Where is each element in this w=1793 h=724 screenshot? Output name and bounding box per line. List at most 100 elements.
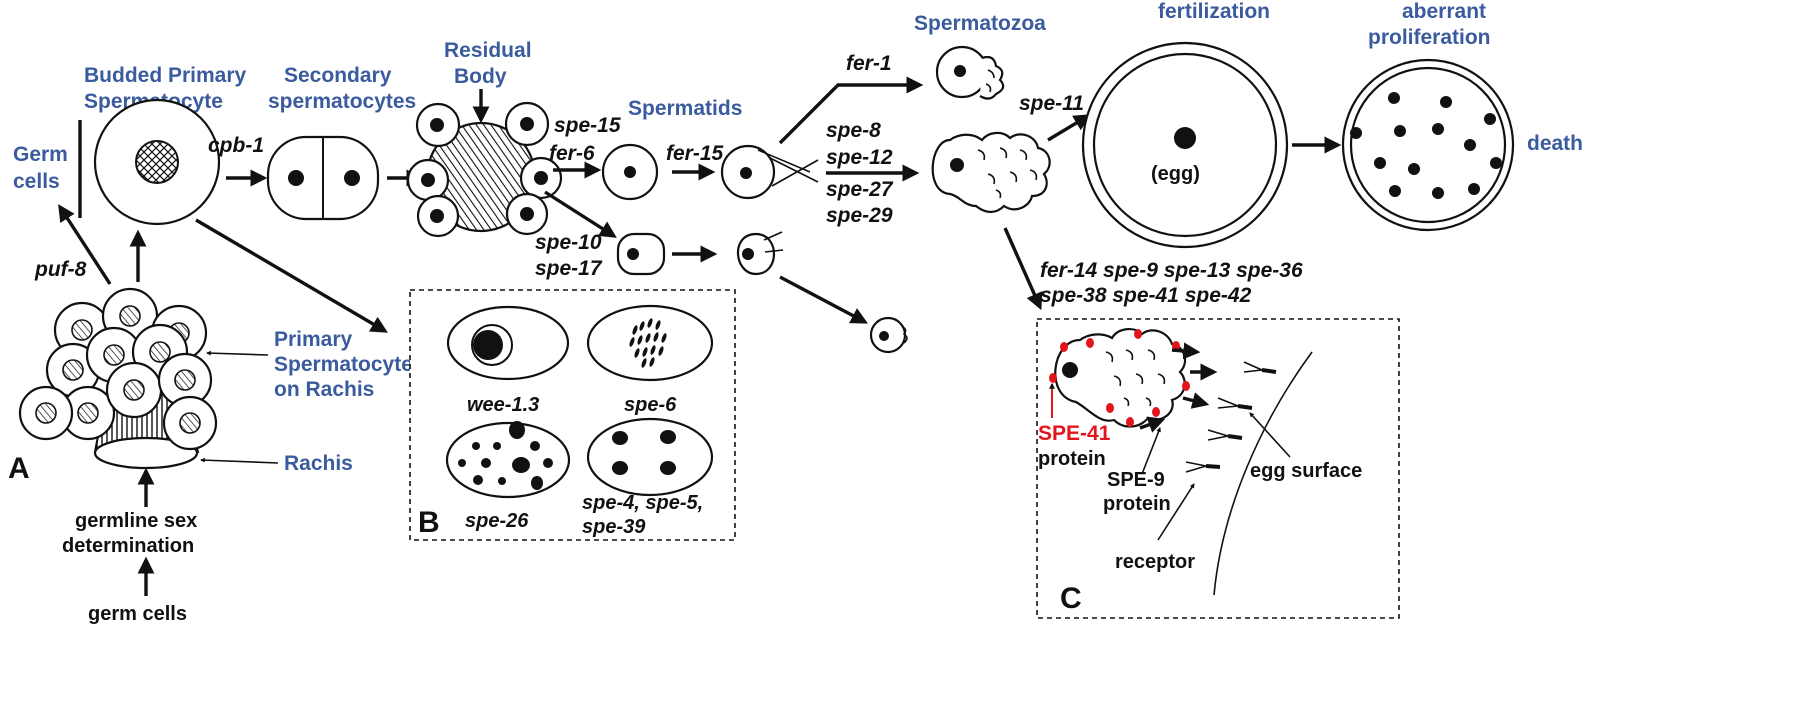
svg-text:Budded Primary: Budded Primary	[84, 64, 247, 87]
svg-text:spe-27: spe-27	[826, 178, 894, 201]
svg-text:spermatocytes: spermatocytes	[268, 90, 416, 113]
egg-label: (egg)	[1151, 163, 1200, 185]
rachis-cluster	[18, 287, 218, 470]
gene-spe-6: spe-6	[624, 394, 677, 416]
svg-text:determination: determination	[62, 535, 194, 557]
svg-text:spe-12: spe-12	[826, 146, 893, 169]
spe-9-pointer	[1141, 427, 1161, 475]
egg-receptors	[1185, 361, 1277, 473]
svg-text:spe-10: spe-10	[535, 231, 602, 254]
svg-text:Residual: Residual	[444, 39, 532, 62]
arrow-to-panel-b	[195, 218, 388, 333]
secondary-label: Secondary spermatocytes	[268, 64, 416, 113]
primary-spermatocytes-pointer	[206, 350, 269, 356]
svg-text:fer-14 spe-9 spe-13 spe-36: fer-14 spe-9 spe-13 spe-36	[1040, 259, 1303, 282]
spe-4-cell	[586, 417, 714, 497]
lower-spermatid-spiked	[736, 231, 784, 276]
gene-wee-1-3: wee-1.3	[467, 394, 539, 416]
rachis-label: Rachis	[284, 452, 353, 475]
svg-text:spe-8: spe-8	[826, 119, 881, 142]
svg-text:protein: protein	[1038, 448, 1106, 470]
fertilization-label: fertilization	[1158, 0, 1270, 23]
spe-41-protein-label: SPE-41 protein	[1038, 422, 1111, 470]
svg-text:Spermatocytes: Spermatocytes	[274, 353, 425, 376]
spe-8-group-label: spe-8 spe-12 spe-27 spe-29	[826, 119, 894, 227]
svg-text:on Rachis: on Rachis	[274, 378, 374, 401]
fusing-spermatozoon	[1049, 328, 1190, 428]
spe-9-protein-label: SPE-9 protein	[1103, 469, 1171, 515]
germline-sex-determination-label: germline sex determination	[62, 510, 197, 557]
svg-text:protein: protein	[1103, 493, 1171, 515]
svg-text:SPE-9: SPE-9	[1107, 469, 1165, 491]
receptor-pointer	[1157, 483, 1195, 541]
svg-text:Body: Body	[454, 65, 507, 88]
panel-b-label: B	[418, 506, 440, 539]
death-label: death	[1527, 132, 1583, 155]
spe-4-label: spe-4, spe-5, spe-39	[582, 492, 703, 538]
gene-fer-15: fer-15	[666, 142, 724, 165]
arrow-to-panel-c	[1003, 227, 1043, 311]
egg-surface-pointer	[1249, 412, 1291, 458]
gene-spe-26: spe-26	[465, 510, 529, 532]
rachis-pointer	[200, 457, 279, 464]
spe-26-cell	[445, 421, 571, 499]
lower-spermatid	[616, 232, 666, 276]
primary-spermatocyte	[105, 361, 163, 419]
svg-text:spe-17: spe-17	[535, 257, 603, 280]
panel-c: SPE-41 protein SPE-9 protein egg surface…	[1036, 318, 1400, 619]
gene-fer-6: fer-6	[549, 142, 595, 165]
svg-text:SPE-41: SPE-41	[1038, 422, 1111, 445]
residual-body	[406, 101, 563, 238]
spermatozoon	[931, 131, 1051, 214]
fusion-genes-label: fer-14 spe-9 spe-13 spe-36 spe-38 spe-41…	[1040, 259, 1303, 307]
svg-text:Primary: Primary	[274, 328, 353, 351]
arrow-fer-1	[778, 76, 924, 145]
spe-9-arrow	[1182, 392, 1210, 409]
egg-surface-curve	[1213, 351, 1313, 596]
primary-spermatocyte	[162, 395, 218, 451]
arrow-to-lower-spermatid	[544, 190, 617, 238]
receptor-label: receptor	[1115, 551, 1195, 573]
svg-text:spe-4, spe-5,: spe-4, spe-5,	[582, 492, 703, 514]
primary-spermatocytes-label: Primary Spermatocytes on Rachis	[274, 328, 425, 401]
fer-1-spermatozoon	[935, 45, 1005, 100]
spe-10-spe-17-label: spe-10 spe-17	[535, 231, 603, 280]
primary-spermatocyte	[157, 352, 213, 408]
germ-cells-label: Germ cells	[13, 143, 68, 193]
panel-b: wee-1.3 spe-6	[409, 289, 736, 541]
spe-9-arrow	[1171, 342, 1201, 360]
residual-body-label: Residual Body	[444, 39, 532, 88]
panel-a-label: A	[8, 452, 30, 485]
budded-primary-spermatocyte	[93, 98, 221, 226]
gene-puf-8: puf-8	[34, 258, 87, 281]
svg-text:Germ: Germ	[13, 143, 68, 166]
svg-text:spe-38 spe-41 spe-42: spe-38 spe-41 spe-42	[1040, 284, 1252, 307]
proliferating-embryo	[1341, 58, 1515, 232]
spermatid	[601, 143, 659, 201]
spermatid-with-spikes	[720, 144, 819, 200]
spermatids-label: Spermatids	[628, 97, 742, 120]
panel-c-label: C	[1060, 582, 1082, 615]
spe-9-arrow	[1139, 416, 1166, 433]
gene-cpb-1: cpb-1	[208, 134, 264, 157]
svg-text:cells: cells	[13, 170, 60, 193]
gene-fer-1: fer-1	[846, 52, 892, 75]
egg-surface-label: egg surface	[1250, 460, 1362, 482]
wee-1-3-cell	[446, 305, 570, 381]
primary-spermatocyte	[60, 385, 116, 441]
svg-text:spe-39: spe-39	[582, 516, 646, 538]
gene-spe-11: spe-11	[1019, 92, 1084, 115]
svg-text:Secondary: Secondary	[284, 64, 392, 87]
egg	[1081, 41, 1289, 249]
svg-text:aberrant: aberrant	[1402, 0, 1486, 23]
small-abnormal-sperm	[869, 316, 908, 354]
arrow-to-fertilization	[1047, 114, 1091, 142]
svg-text:proliferation: proliferation	[1368, 26, 1491, 49]
spermatozoa-label: Spermatozoa	[914, 12, 1046, 35]
svg-text:spe-29: spe-29	[826, 204, 893, 227]
spe-6-cell	[586, 304, 714, 382]
secondary-spermatocytes	[266, 135, 380, 221]
arrow-to-small-sperm	[779, 275, 869, 324]
primary-spermatocyte	[18, 385, 74, 441]
